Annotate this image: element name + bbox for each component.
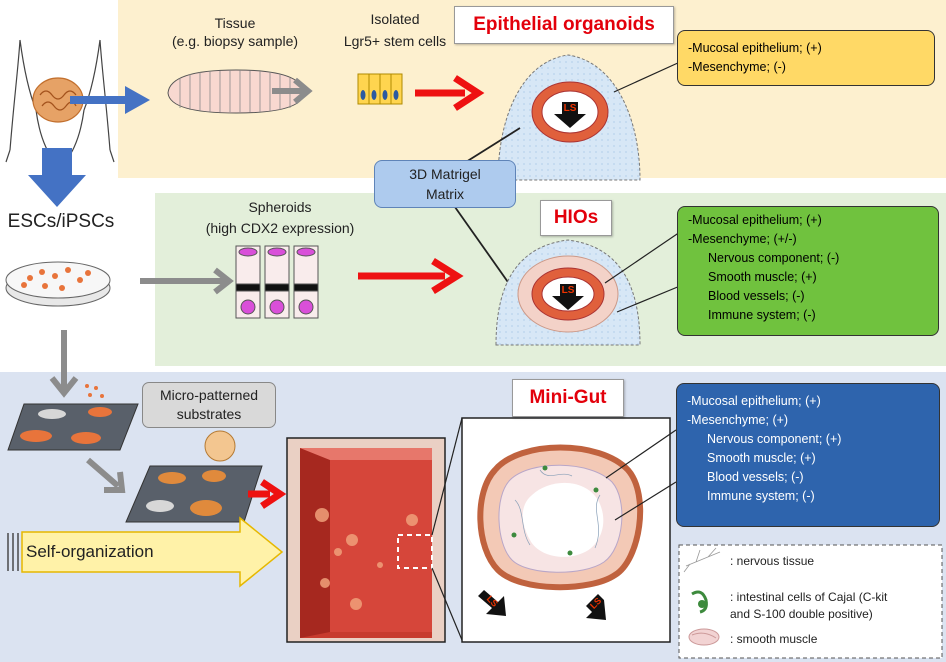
isolated-sublabel: Lgr5+ stem cells bbox=[343, 33, 447, 49]
ls-arrow-left bbox=[478, 590, 506, 616]
info-hios-sub-3: Blood vessels; (-) bbox=[708, 289, 805, 303]
matrigel-label-box: 3D Matrigel Matrix bbox=[374, 160, 516, 208]
zoom-line-top bbox=[431, 417, 463, 536]
title-mini-gut: Mini-Gut bbox=[512, 379, 624, 417]
self-organization-label: Self-organization bbox=[26, 542, 154, 561]
blue-arrow-down bbox=[28, 148, 86, 207]
matrigel-label-line-1: 3D Matrigel bbox=[409, 166, 481, 182]
info-box-hios: -Mucosal epithelium; (+) -Mesenchyme; (+… bbox=[677, 206, 939, 336]
spheroid-tubes-icon bbox=[235, 245, 319, 319]
pointer-line-2b bbox=[616, 285, 681, 313]
matrigel-line-down bbox=[449, 199, 516, 293]
spheroids-sublabel: (high CDX2 expression) bbox=[205, 220, 355, 236]
info-hios-sub-4: Immune system; (-) bbox=[708, 308, 816, 322]
ls-arrow-right bbox=[580, 594, 606, 620]
legend-box bbox=[678, 544, 943, 659]
legend-icc-label-1: : intestinal cells of Cajal (C-kit bbox=[730, 590, 888, 604]
pointer-line-3a bbox=[605, 429, 677, 479]
legend-smooth-label: : smooth muscle bbox=[730, 632, 818, 646]
substrate-1 bbox=[7, 384, 139, 451]
info-minigut-line-2: -Mesenchyme; (+) bbox=[687, 413, 789, 427]
zoom-line-bottom bbox=[431, 567, 463, 641]
substrate-2 bbox=[125, 430, 263, 523]
micro-label-line-1: Micro-patterned bbox=[159, 387, 259, 403]
matrigel-label-line-2: Matrix bbox=[425, 186, 465, 202]
ls-label-epithelial: LS bbox=[563, 103, 577, 114]
info-minigut-sub-1: Nervous component; (+) bbox=[707, 432, 842, 446]
red-arrow-3 bbox=[248, 479, 287, 509]
pointer-line-2a bbox=[604, 231, 681, 284]
culture-flask-photo bbox=[286, 437, 446, 643]
isolated-label: Isolated bbox=[370, 11, 420, 27]
stem-cells-icon bbox=[357, 73, 403, 105]
info-minigut-sub-4: Immune system; (-) bbox=[707, 489, 815, 503]
human-body-icon bbox=[5, 39, 115, 166]
tissue-label: Tissue bbox=[214, 15, 256, 31]
info-hios-sub-2: Smooth muscle; (+) bbox=[708, 270, 817, 284]
micro-patterned-label-box: Micro-patterned substrates bbox=[142, 382, 276, 428]
red-arrow-1 bbox=[415, 75, 485, 111]
petri-dish-icon bbox=[5, 261, 111, 307]
gray-arrow-2 bbox=[140, 267, 234, 295]
info-box-minigut: -Mucosal epithelium; (+) -Mesenchyme; (+… bbox=[676, 383, 940, 527]
info-minigut-sub-3: Blood vessels; (-) bbox=[707, 470, 804, 484]
tissue-icon bbox=[167, 69, 305, 114]
info-hios-line-1: -Mucosal epithelium; (+) bbox=[688, 213, 822, 227]
spheroids-label: Spheroids bbox=[248, 199, 312, 215]
minigut-cross-section bbox=[461, 417, 671, 643]
info-epithelial-line-1: -Mucosal epithelium; (+) bbox=[688, 41, 822, 55]
info-epithelial-line-2: -Mesenchyme; (-) bbox=[688, 60, 786, 74]
epithelial-organoid bbox=[497, 54, 641, 181]
gray-arrow-diag bbox=[86, 457, 126, 493]
title-hios: HIOs bbox=[540, 200, 612, 236]
red-arrow-2 bbox=[358, 258, 464, 294]
title-epithelial-organoids: Epithelial organoids bbox=[454, 6, 674, 44]
muscle-legend-icon bbox=[688, 628, 720, 646]
blue-arrow-right bbox=[70, 86, 150, 114]
hio-organoid bbox=[495, 239, 641, 346]
legend-nervous-label: : nervous tissue bbox=[730, 554, 815, 568]
ls-label-hios: LS bbox=[561, 285, 575, 296]
info-box-epithelial: -Mucosal epithelium; (+) -Mesenchyme; (-… bbox=[677, 30, 935, 86]
info-hios-line-2: -Mesenchyme; (+/-) bbox=[688, 232, 797, 246]
gray-arrow-down bbox=[49, 330, 79, 398]
pointer-line-3b bbox=[614, 481, 677, 521]
info-hios-sub-1: Nervous component; (-) bbox=[708, 251, 840, 265]
micro-label-line-2: substrates bbox=[176, 406, 242, 422]
esc-label: ESCs/iPSCs bbox=[7, 211, 115, 232]
nerve-legend-icon bbox=[683, 547, 721, 573]
info-minigut-line-1: -Mucosal epithelium; (+) bbox=[687, 394, 821, 408]
gray-arrow-1 bbox=[272, 77, 313, 105]
legend-icc-label-2: and S-100 double positive) bbox=[730, 607, 873, 621]
info-minigut-sub-2: Smooth muscle; (+) bbox=[707, 451, 816, 465]
pointer-line-1 bbox=[613, 61, 681, 93]
self-organization-arrow bbox=[21, 516, 284, 588]
tissue-sublabel: (e.g. biopsy sample) bbox=[171, 33, 299, 49]
icc-legend-icon bbox=[691, 590, 708, 614]
